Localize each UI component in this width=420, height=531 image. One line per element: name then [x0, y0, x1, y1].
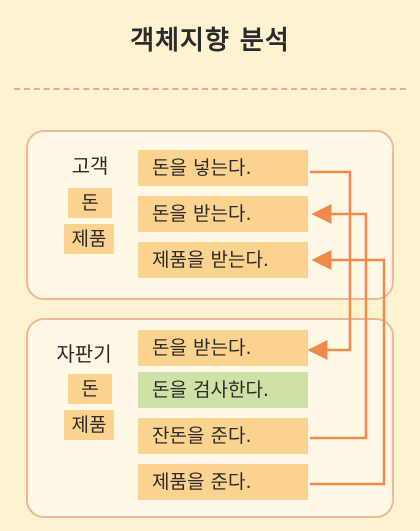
customer-method-receive-product: 제품을 받는다. [138, 242, 308, 278]
customer-method-insert-money: 돈을 넣는다. [138, 150, 308, 186]
customer-method-receive-money: 돈을 받는다. [138, 196, 308, 232]
machine-attribute-money: 돈 [68, 374, 112, 404]
diagram-title: 객체지향 분석 [130, 26, 290, 56]
title-divider [14, 88, 406, 90]
customer-object-name: 고객 [71, 154, 109, 178]
machine-method-give-change: 잔돈을 준다. [138, 418, 308, 454]
machine-method-receive-money: 돈을 받는다. [138, 330, 308, 366]
customer-attribute-money: 돈 [68, 188, 112, 218]
machine-attribute-product: 제품 [64, 410, 114, 440]
vending-machine-object-name: 자판기 [56, 342, 112, 366]
machine-method-give-product: 제품을 준다. [138, 464, 308, 500]
customer-attribute-product: 제품 [64, 224, 114, 254]
machine-method-check-money: 돈을 검사한다. [138, 372, 308, 408]
